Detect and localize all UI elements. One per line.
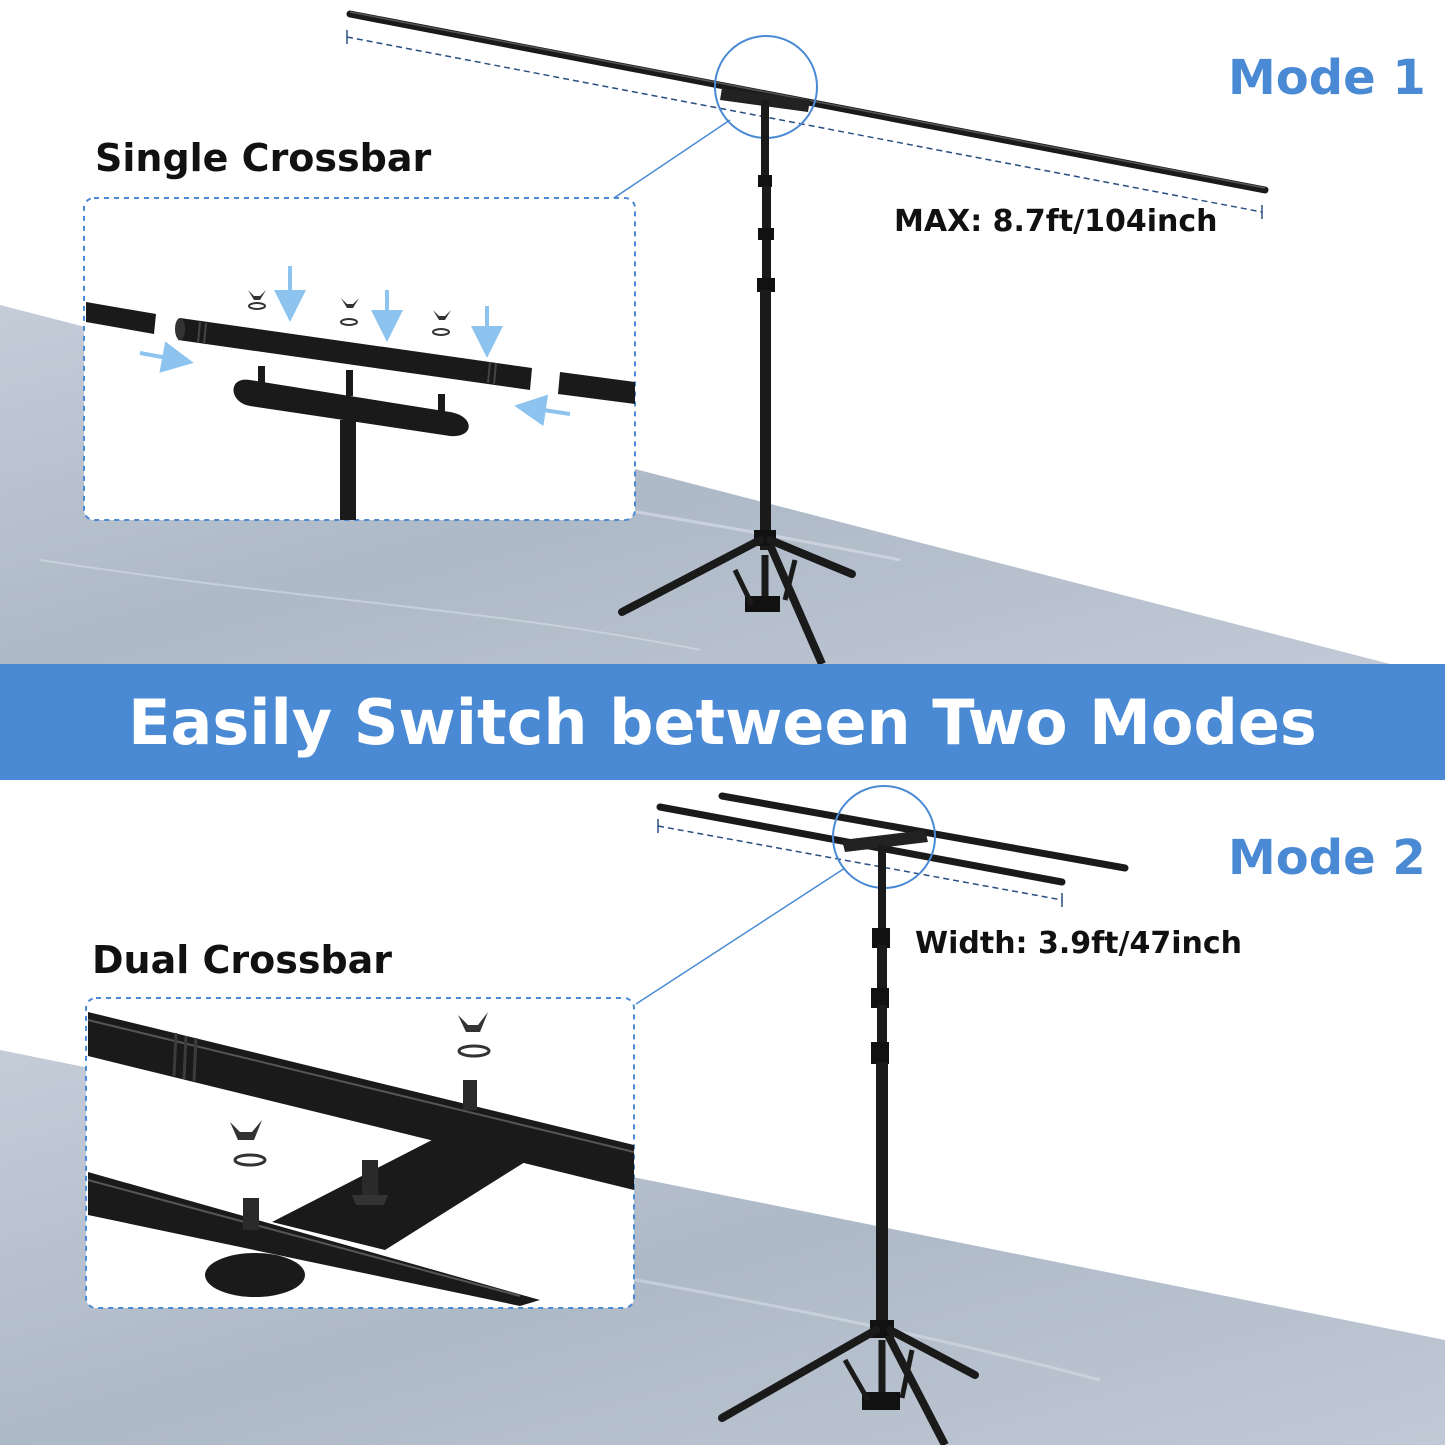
banner-background (0, 664, 1445, 780)
width-measure-line (657, 825, 1063, 901)
mode1-scene (0, 10, 1390, 666)
light-stand-2 (718, 845, 979, 1445)
dual-crossbar-detail (87, 1012, 635, 1306)
dual-crossbar-title: Dual Crossbar (92, 938, 393, 982)
mode2-dimension-label: Width: 3.9ft/47inch (915, 926, 1243, 961)
mode2-label: Mode 2 (1228, 830, 1426, 886)
measure-line (346, 36, 1263, 213)
light-stand (618, 100, 856, 666)
mode1-dimension-label: MAX: 8.7ft/104inch (894, 204, 1218, 239)
banner-title: Easily Switch between Two Modes (128, 685, 1317, 759)
mode1-label: Mode 1 (1228, 50, 1426, 106)
banner: Easily Switch between Two Modes (0, 664, 1445, 780)
single-crossbar-title: Single Crossbar (95, 136, 432, 180)
single-crossbar-detail (86, 266, 635, 520)
mode2-scene (0, 785, 1445, 1445)
